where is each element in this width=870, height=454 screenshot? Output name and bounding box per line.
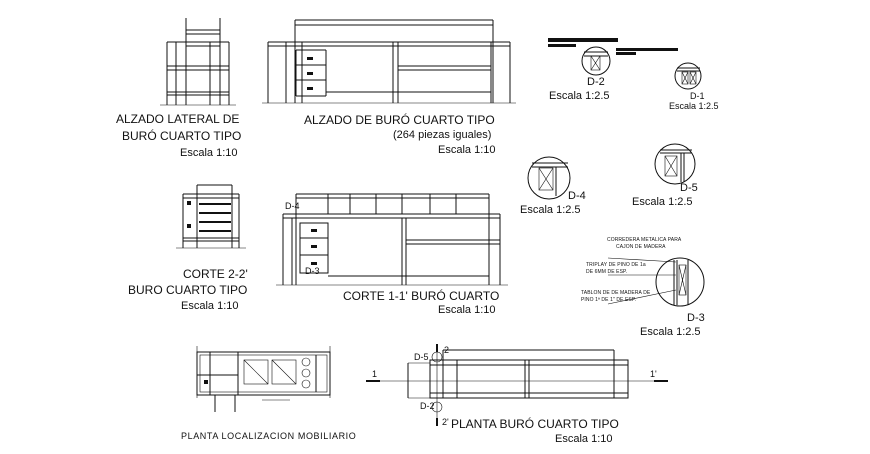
detail-d4-drawing: [527, 156, 571, 200]
side-elevation-drawing: [160, 18, 236, 106]
front-elevation-scale: Escala 1:10: [438, 144, 496, 156]
section-11-marker-d3: D-3: [305, 266, 320, 276]
detail-d3-note-2-line-2: DE 6MM DE ESP.: [586, 269, 628, 275]
plan-view-drawing: [366, 344, 668, 426]
detail-d3-drawing: [607, 257, 705, 307]
location-plan-title: PLANTA LOCALIZACION MOBILIARIO: [181, 431, 357, 441]
detail-d4-scale: Escala 1:2.5: [520, 204, 581, 216]
detail-d3-note-3-line-1: TABLON DE DE MADERA DE: [581, 290, 651, 296]
plan-view-scale: Escala 1:10: [555, 433, 613, 445]
detail-d3-note-2-line-1: TRIPLAY DE PINO DE 1a: [586, 262, 646, 268]
detail-d3-note-1-line-1: CORREDERA METALICA PARA: [607, 237, 682, 243]
detail-d3-scale: Escala 1:2.5: [640, 326, 701, 338]
detail-d3-note-3-line-2: PINO 1ª DE 1" DE ESP.: [581, 297, 637, 303]
detail-d2-drawing: [548, 38, 678, 76]
plan-view-title: PLANTA BURÓ CUARTO TIPO: [451, 417, 619, 431]
section-22-drawing: [176, 184, 246, 249]
plan-cut-mark-bottom: 2': [442, 417, 449, 427]
section-11-marker-d4: D-4: [285, 201, 300, 211]
detail-d2-scale: Escala 1:2.5: [549, 90, 610, 102]
section-22-title-line-2: BURO CUARTO TIPO: [128, 283, 248, 297]
front-elevation-title: ALZADO DE BURÓ CUARTO TIPO: [304, 113, 495, 127]
section-22-title-line-1: CORTE 2-2': [183, 267, 248, 281]
detail-d4-label: D-4: [568, 190, 586, 202]
plan-marker-d5: D-5: [414, 352, 429, 362]
detail-d1-label: D-1: [690, 91, 705, 101]
side-elevation-scale: Escala 1:10: [180, 147, 238, 159]
detail-d1-scale: Escala 1:2.5: [669, 101, 719, 111]
plan-cut-mark-top: 2: [444, 345, 450, 355]
detail-d2-label: D-2: [587, 76, 605, 88]
front-elevation-drawing: [262, 19, 516, 104]
section-11-drawing: [276, 193, 508, 286]
front-elevation-subtitle: (264 piezas iguales): [393, 129, 492, 141]
detail-d5-scale: Escala 1:2.5: [632, 196, 693, 208]
section-11-title: CORTE 1-1' BURÓ CUARTO: [343, 289, 500, 303]
side-elevation-title-line-2: BURÓ CUARTO TIPO: [122, 129, 242, 143]
detail-d5-drawing: [654, 143, 696, 185]
location-plan-drawing: [196, 346, 331, 412]
plan-marker-d2: D-2: [420, 401, 435, 411]
plan-cut-mark-right: 1': [650, 369, 657, 379]
detail-d3-label: D-3: [687, 312, 705, 324]
side-elevation-title-line-1: ALZADO LATERAL DE: [116, 112, 240, 126]
section-22-scale: Escala 1:10: [181, 300, 239, 312]
detail-d1-drawing: [674, 62, 702, 90]
detail-d3-note-1-line-2: CAJON DE MADERA: [616, 244, 666, 250]
section-11-scale: Escala 1:10: [438, 304, 496, 316]
detail-d5-label: D-5: [680, 182, 698, 194]
plan-cut-mark-left: 1: [372, 369, 378, 379]
